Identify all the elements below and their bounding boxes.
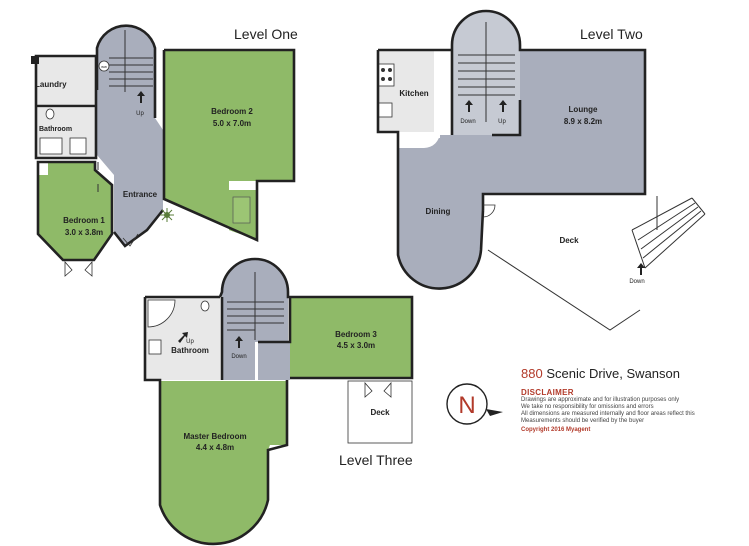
dining-label: Dining — [426, 207, 451, 216]
lounge-dimensions: 8.9 x 8.2m — [564, 117, 602, 126]
level-two-inner-walls — [450, 50, 522, 137]
property-address: 880 Scenic Drive, Swanson — [521, 366, 741, 382]
lounge-dining-floor — [398, 50, 645, 289]
level-one-stair-wall — [95, 24, 157, 118]
bedroom-1-french-doors — [64, 260, 93, 277]
level-three-up-arrow-icon — [178, 332, 188, 343]
deck-down-arrow-icon — [637, 263, 645, 275]
level-three-outer-wall — [143, 297, 289, 546]
level-three-up-label: Up — [186, 339, 194, 345]
level-one-chimney — [31, 56, 39, 64]
bedroom-1-walls — [36, 160, 114, 262]
level-three-title: Level Three — [339, 452, 413, 468]
level-three-down-label: Down — [231, 354, 246, 360]
front-door — [122, 233, 139, 247]
bedroom-3-label: Bedroom 3 — [335, 330, 377, 339]
entrance-label: Entrance — [123, 190, 158, 199]
level-three-inner-walls — [220, 297, 292, 380]
deck-level-two-floor — [488, 196, 720, 330]
disclaimer-line: Measurements should be verified by the b… — [521, 418, 645, 424]
level-two-outer-wall-top — [450, 9, 647, 210]
address-number: 880 — [521, 366, 543, 381]
laundry-bathroom-walls — [34, 54, 98, 160]
lounge-label: Lounge — [569, 105, 598, 114]
level-three-landing — [258, 342, 290, 380]
bedroom-2-label: Bedroom 2 — [211, 107, 253, 116]
listing-info: 880 Scenic Drive, Swanson DISCLAIMER Dra… — [521, 366, 741, 433]
deck-level-three-floor — [347, 380, 413, 444]
corner-bath-icon — [147, 299, 176, 328]
laundry-floor — [36, 56, 96, 106]
disclaimer-title: DISCLAIMER — [521, 388, 574, 397]
level-one-up-label: Up — [136, 111, 144, 117]
copyright: Copyright 2016 Myagent — [521, 427, 591, 433]
bedroom-3-dimensions: 4.5 x 3.0m — [337, 341, 375, 350]
deck-stair-outline — [631, 196, 706, 269]
toilet-icon — [45, 108, 55, 120]
bedroom-1-floor — [38, 162, 112, 260]
kitchen-label: Kitchen — [399, 89, 428, 98]
bathroom-3-label: Bathroom — [171, 346, 209, 355]
deck-down-label: Down — [629, 279, 644, 285]
deck-edge — [487, 249, 641, 331]
bedroom-2-floor — [164, 50, 294, 240]
disclaimer-line: All dimensions are measured internally a… — [521, 411, 695, 417]
compass-letter: N — [458, 392, 475, 419]
level-three-down-arrow-icon — [235, 336, 243, 348]
cooktop-icon — [377, 63, 395, 87]
master-french-doors — [364, 381, 392, 398]
bedroom-2-walls — [162, 48, 296, 242]
bedroom-2-window-seat — [232, 196, 251, 224]
bedroom-1-dimensions: 3.0 x 3.8m — [65, 228, 103, 237]
level-two-up-label: Up — [498, 119, 506, 125]
disclaimer-line: Drawings are approximate and for illustr… — [521, 397, 680, 403]
water-heater-icon — [98, 60, 110, 72]
level-one-title: Level One — [234, 26, 298, 42]
laundry-label: Laundry — [35, 80, 67, 89]
address-street: Scenic Drive, Swanson — [542, 366, 680, 381]
bathroom-1-label: Bathroom — [39, 126, 72, 133]
compass-arrow-icon — [486, 409, 503, 416]
north-compass: N — [446, 383, 503, 425]
level-one-stairs — [109, 30, 153, 92]
disclaimer-line: We take no responsibility for omissions … — [521, 404, 654, 410]
level-two-down-arrow-icon — [465, 100, 473, 112]
level-two-plan: Level Two Kitchen Lounge 8.9 x 8.2m Dini… — [376, 9, 720, 331]
deck-stair-treads — [637, 202, 702, 259]
shower-icon — [39, 137, 63, 155]
entrance-walls — [112, 209, 165, 248]
deck-level-two-label: Deck — [559, 236, 579, 245]
water-heater-label: ww — [101, 64, 107, 69]
vanity-icon — [69, 137, 87, 155]
level-three-stairs — [227, 272, 284, 340]
level-two-stairs — [458, 22, 515, 122]
bathroom-3-vanity-icon — [148, 339, 162, 355]
level-two-down-label: Down — [460, 119, 475, 125]
master-bedroom-dimensions: 4.4 x 4.8m — [196, 443, 234, 452]
level-one-up-arrow-icon — [137, 91, 145, 103]
level-three-plan: Level Three Bathroom Bedroom 3 4.5 x 3.0… — [143, 257, 414, 546]
deck-level-three-label: Deck — [370, 408, 390, 417]
level-two-up-arrow-icon — [499, 100, 507, 112]
bedroom-3-floor — [290, 298, 412, 378]
level-two-outer-wall-left — [376, 48, 485, 290]
kitchen-bench — [398, 132, 440, 148]
bathroom-3-toilet-icon — [200, 300, 210, 312]
master-bedroom-floor — [160, 381, 287, 544]
dining-door — [482, 204, 496, 218]
compass-circle — [446, 383, 488, 425]
entrance-floor — [97, 25, 163, 246]
plant-icon — [160, 208, 174, 222]
master-bedroom-label: Master Bedroom — [183, 432, 246, 441]
level-two-title: Level Two — [580, 26, 643, 42]
sink-icon — [377, 102, 393, 118]
bedroom-1-label: Bedroom 1 — [63, 216, 105, 225]
level-one-plan: ww Level One Laundry Bathroom Bedroom 1 … — [31, 24, 298, 277]
bedroom-2-dimensions: 5.0 x 7.0m — [213, 119, 251, 128]
level-three-upper-wall — [145, 257, 414, 380]
